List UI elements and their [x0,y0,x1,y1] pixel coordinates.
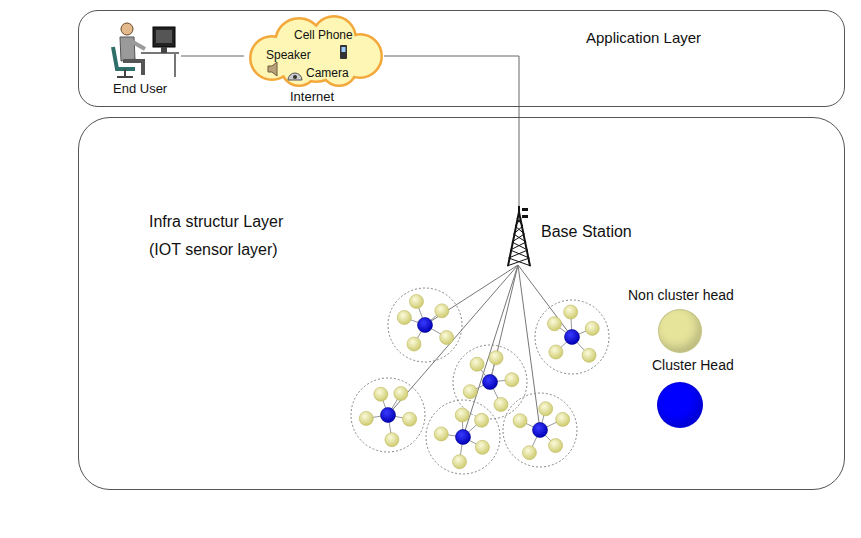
sensor-node [475,413,489,427]
sensor-node [403,412,417,426]
sensor-node [407,337,421,351]
sensor-node [547,317,561,331]
sensor-node [549,439,563,453]
sensor-node [374,387,388,401]
sensor-cluster [351,378,425,452]
sensor-node [359,411,373,425]
node-label: Base Station [541,222,632,241]
sensor-node [453,455,467,469]
legend-swatch [658,309,702,353]
uplink-line [388,265,518,415]
sensor-node [435,304,449,318]
sensor-cluster [535,300,609,374]
legend-swatch [657,382,703,428]
sensor-node [440,331,454,345]
application-layer-band: Application LayerEnd User Speaker Cell Pho… [78,10,845,107]
legend-label: Cluster Head [652,357,734,374]
node-label: Internet [290,89,334,105]
node-label: Camera [306,66,349,80]
cluster-head [456,430,471,445]
base-station: Base Station [504,206,664,268]
sensor-node [513,414,527,428]
layer-title: Infra structur Layer (IOT sensor layer) [149,208,309,264]
sensor-node [434,427,448,441]
sensor-node [522,446,536,460]
sensor-node [475,440,489,454]
cluster-head [381,408,396,423]
sensor-node [397,310,411,324]
sensor-node [539,402,553,416]
sensor-node [585,321,599,335]
legend-label: Non cluster head [628,287,734,304]
legend-item: Cluster Head [652,357,734,374]
sensor-node [385,433,399,447]
sensor-cluster [503,393,577,467]
sensor-node [582,348,596,362]
sensor-node [564,305,578,319]
node-label: End User [113,81,167,97]
infrastructure-layer-band: Infra structur Layer (IOT sensor layer) B… [78,117,845,490]
cluster-head [418,318,433,333]
sensor-cluster [426,400,500,474]
node-label: Speaker [266,48,311,62]
connector-line [181,56,244,57]
connector-line [384,56,519,206]
uplink-line [425,265,518,325]
sensor-node [505,373,519,387]
sensor-node [409,295,423,309]
end-user: End User [101,17,181,103]
sensor-cluster [453,345,527,419]
legend-item: Non cluster head [628,287,734,304]
sensor-node [470,357,484,371]
sensor-node [463,385,477,399]
cluster-head [483,375,498,390]
internet-cloud: Speaker Cell PhoneCameraInternet [244,16,384,109]
cluster-head [533,423,548,438]
sensor-node [394,387,408,401]
sensor-node [494,397,508,411]
node-label: Cell Phone [294,28,353,42]
uplink-line [463,265,518,437]
uplink-line [490,265,518,382]
cluster-head [565,330,580,345]
node-label: Application Layer [586,29,701,47]
sensor-node [549,345,563,359]
sensor-node [556,412,570,426]
sensor-node [489,351,503,365]
sensor-cluster [388,288,462,362]
sensor-node [455,408,469,422]
